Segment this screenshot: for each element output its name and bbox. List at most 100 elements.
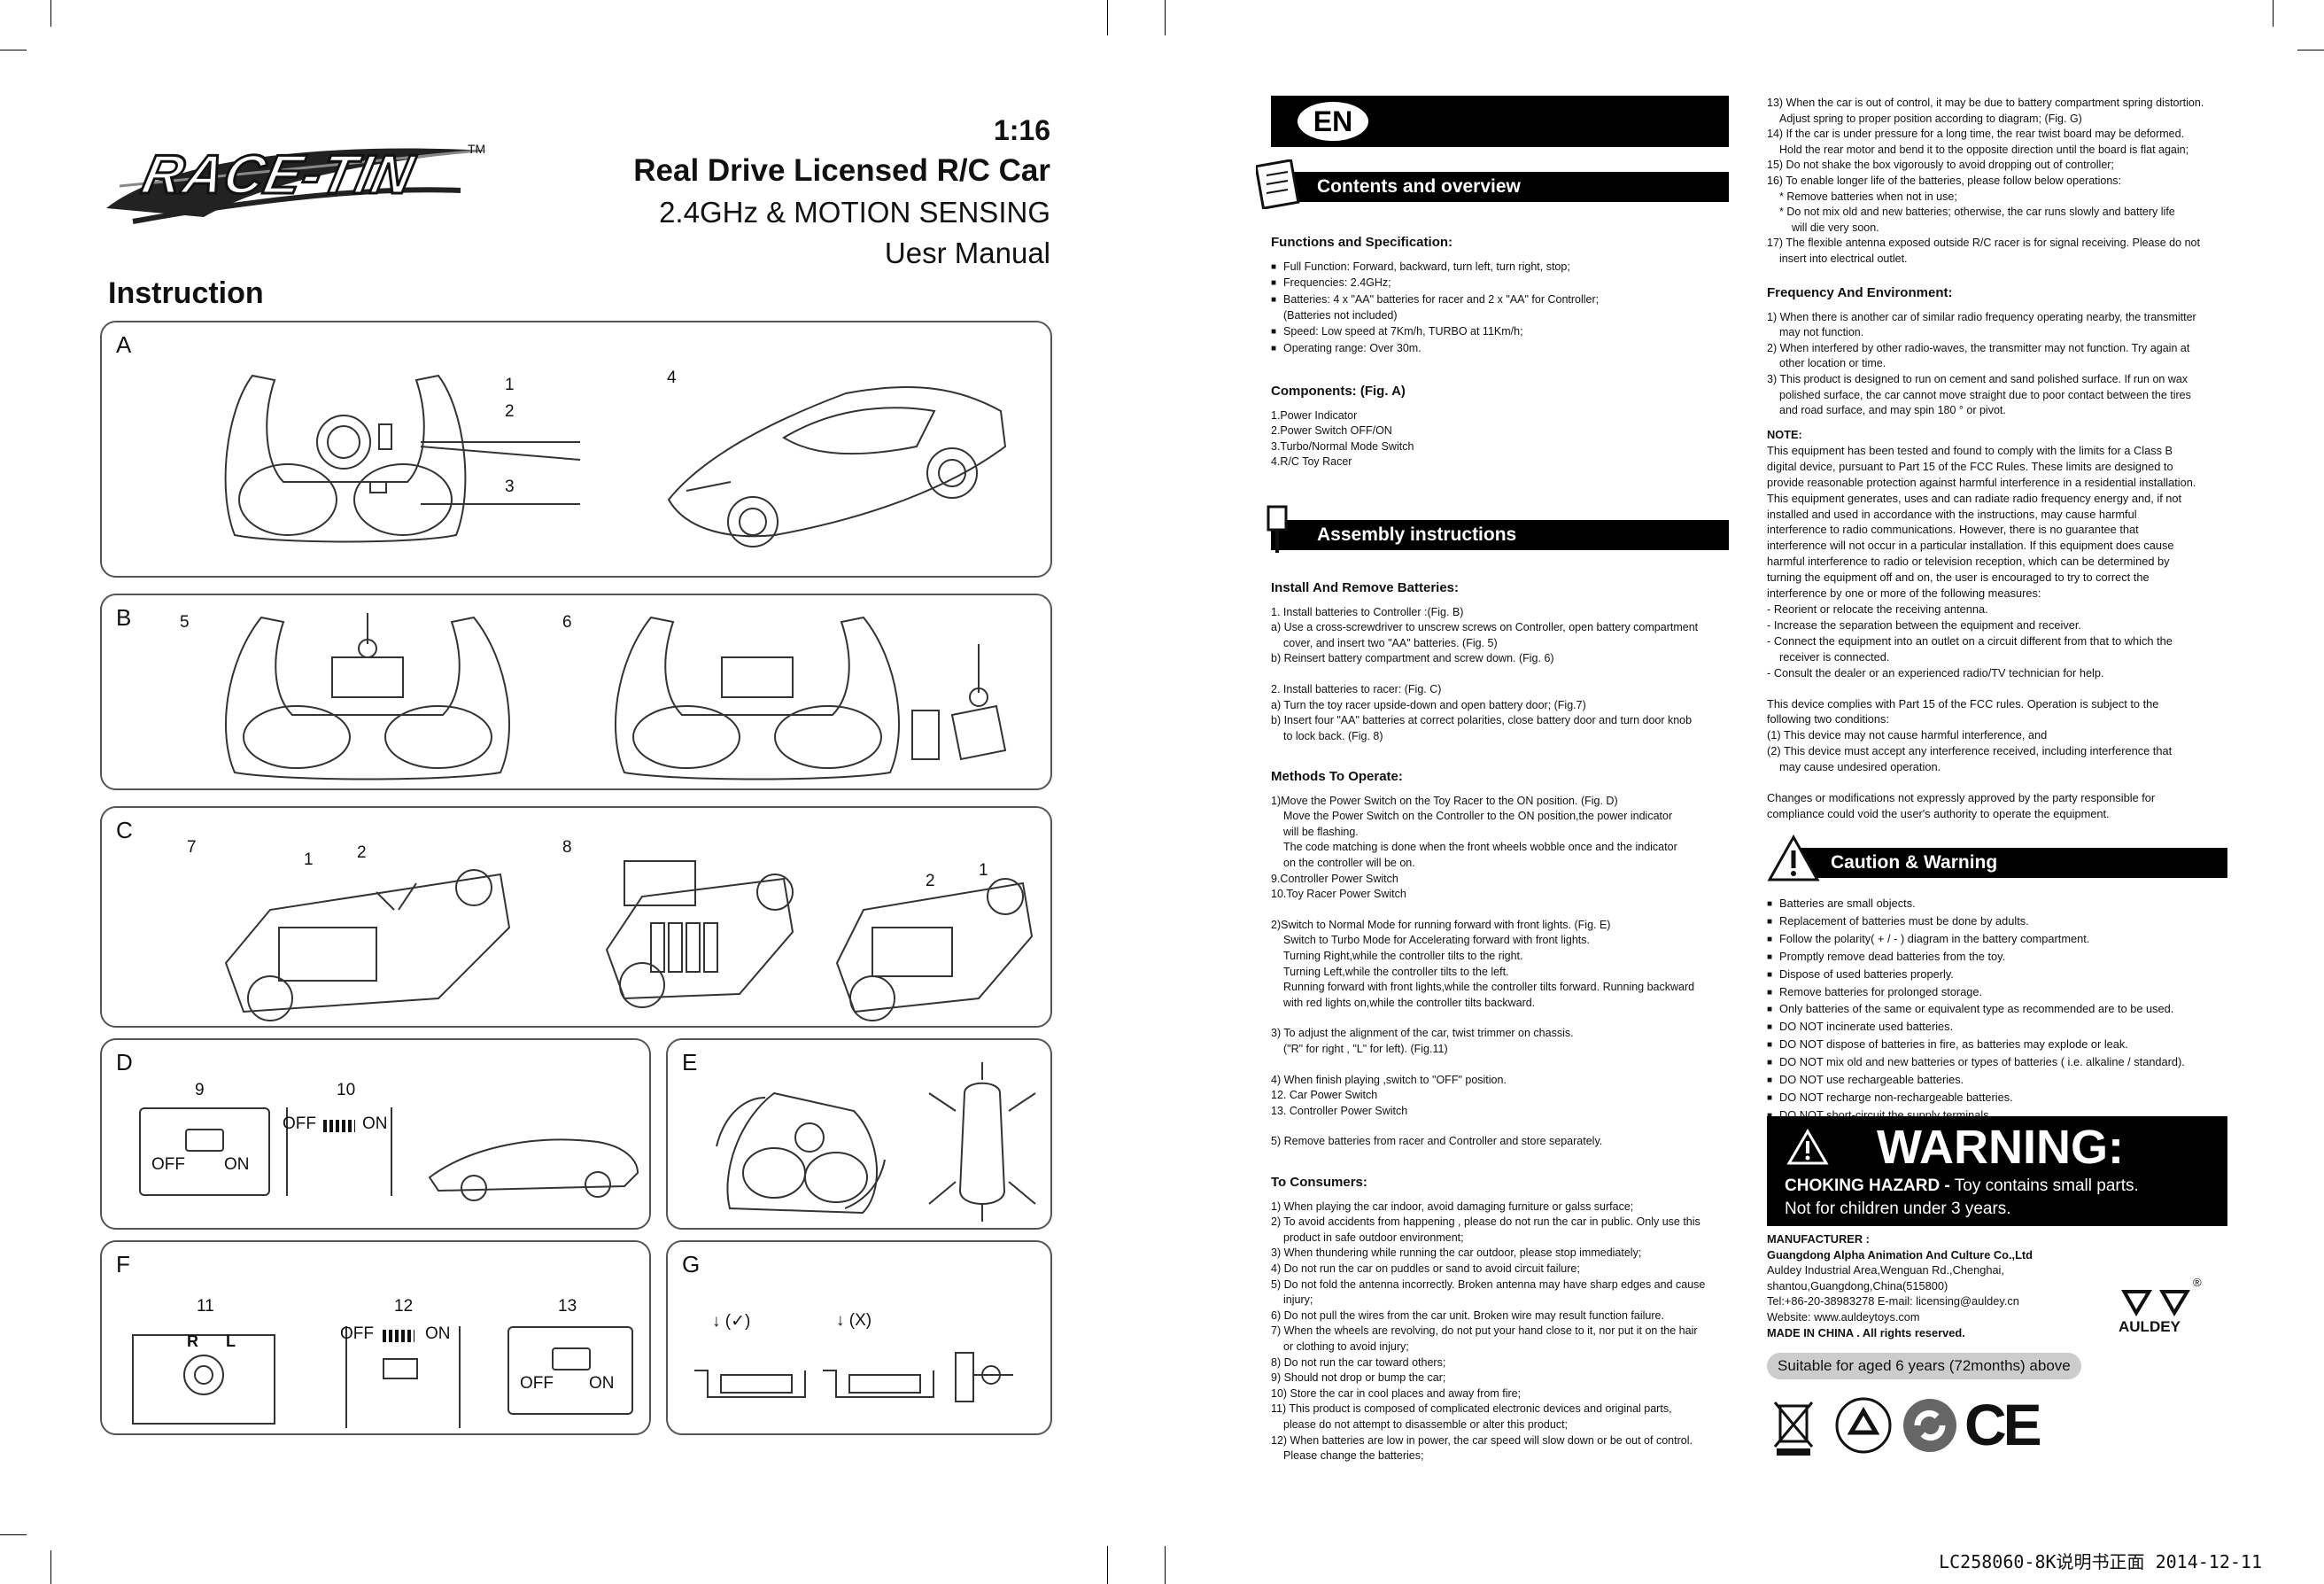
off-label: OFF [340, 1324, 374, 1343]
tip-line: Hold the rear motor and bend it to the o… [1779, 143, 2189, 156]
fig-num: 13 [558, 1297, 577, 1316]
crop-mark [1107, 1546, 1108, 1584]
tip-line: 17) The flexible antenna exposed outside… [1767, 237, 2200, 250]
frequency-line: polished surface, the car cannot move st… [1779, 388, 2191, 401]
caution-item: DO NOT use rechargeable batteries. [1767, 1072, 2250, 1090]
crop-mark [1107, 0, 1108, 35]
method-line: 13. Controller Power Switch [1271, 1104, 1408, 1117]
caution-item: Promptly remove dead batteries from the … [1767, 949, 2250, 967]
method-line: Turning Right,while the controller tilts… [1283, 949, 1523, 962]
note-line: (2) This device must accept any interfer… [1767, 744, 2173, 758]
consumer-line: 10) Store the car in cool places and awa… [1271, 1386, 1522, 1400]
method-line: Running forward with front lights,while … [1283, 981, 1695, 994]
manufacturer-web: Website: www.auldeytoys.com [1767, 1309, 1920, 1324]
caution-item: Only batteries of the same or equivalent… [1767, 1001, 2250, 1019]
install-heading: Install And Remove Batteries: [1271, 580, 1459, 595]
fig-num: 8 [562, 838, 572, 857]
age-pill: Suitable for aged 6 years (72months) abo… [1767, 1353, 2081, 1379]
note-line: digital device, pursuant to Part 15 of t… [1767, 459, 2173, 473]
checklist-icon [1256, 159, 1300, 209]
choking-label: CHOKING HAZARD - [1785, 1176, 1950, 1195]
spring-diagram-icon [694, 1352, 1013, 1402]
race-tin-logo: RACE-TIN TM [97, 124, 496, 235]
assembly-title: Assembly instructions [1317, 524, 1517, 545]
caution-list: Batteries are small objects. Replacement… [1767, 896, 2250, 1125]
slide-switch-icon [552, 1347, 591, 1370]
consumer-line: 4) Do not run the car on puddles or sand… [1271, 1262, 1580, 1275]
wrong-label: (X) [848, 1311, 872, 1330]
caution-item: DO NOT incinerate used batteries. [1767, 1019, 2250, 1037]
controller-tilt-icon [716, 1091, 886, 1215]
controller-switch-box: OFF ON [283, 1107, 392, 1196]
install-line: a) Turn the toy racer upside-down and op… [1271, 698, 1586, 711]
note-line: compliance could void the user's authori… [1767, 806, 2110, 820]
racer-top-view-icon [928, 1062, 1036, 1222]
caution-item: Remove batteries for prolonged storage. [1767, 984, 2250, 1002]
ce-mark: CE [1964, 1392, 2042, 1457]
correct-label: (✓) [724, 1312, 751, 1331]
slide-switch-icon [185, 1129, 224, 1152]
function-item: Frequencies: 2.4GHz; [1271, 276, 1723, 292]
manufacturer-tel: Tel:+86-20-38983278 E-mail: licensing@au… [1767, 1294, 2019, 1308]
slide-switch-icon [383, 1358, 418, 1379]
crop-mark [2273, 0, 2274, 27]
tip-line: 16) To enable longer life of the batteri… [1767, 174, 2122, 187]
panel-letter: E [682, 1049, 698, 1075]
on-label: ON [425, 1324, 451, 1343]
method-line: Move the Power Switch on the Controller … [1283, 810, 1673, 823]
fig-num: 4 [667, 369, 677, 387]
fig-num: 1 [505, 376, 515, 394]
wrong-mark: ↓ (X) [836, 1311, 872, 1330]
function-item: Speed: Low speed at 7Km/h, TURBO at 11Km… [1271, 324, 1723, 341]
method-line: on the controller will be on. [1283, 856, 1415, 869]
method-line: 2)Switch to Normal Mode for running forw… [1271, 918, 1611, 931]
caution-item: Replacement of batteries must be done by… [1767, 913, 2250, 931]
crop-mark [1165, 0, 1166, 35]
method-line: 1)Move the Power Switch on the Toy Racer… [1271, 794, 1618, 807]
method-line: will be flashing. [1283, 825, 1359, 838]
tip-line: * Do not mix old and new batteries; othe… [1779, 206, 2175, 219]
controller-back-icon [225, 613, 510, 780]
note-line: This equipment has been tested and found… [1767, 443, 2173, 457]
note-line: - Increase the separation between the eq… [1767, 617, 2081, 632]
note-line: - Consult the dealer or an experienced r… [1767, 665, 2104, 679]
weee-bin-icon [1773, 1402, 1814, 1456]
manufacturer-address: Auldey Industrial Area,Wenguan Rd.,Cheng… [1767, 1263, 2004, 1277]
fig-num: 1 [979, 861, 988, 880]
off-label: OFF [283, 1114, 316, 1133]
language-badge: EN [1298, 102, 1368, 141]
fig-num: 7 [187, 838, 197, 857]
caution-item: Follow the polarity( + / - ) diagram in … [1767, 931, 2250, 949]
install-line: cover, and insert two "AA" batteries. (F… [1283, 636, 1498, 649]
function-item: Full Function: Forward, backward, turn l… [1271, 260, 1723, 276]
methods-heading: Methods To Operate: [1271, 769, 1403, 784]
panel-b: B 5 6 [100, 594, 1052, 790]
screwdriver-icon [1267, 505, 1288, 553]
frequency-section: Frequency And Environment: 1) When there… [1767, 285, 2245, 419]
consumer-line: please do not attempt to disassemble or … [1283, 1417, 1569, 1431]
tech-subtitle: 2.4GHz & MOTION SENSING [659, 196, 1050, 229]
install-line: b) Reinsert battery compartment and scre… [1271, 652, 1554, 665]
contents-title: Contents and overview [1317, 176, 1521, 197]
made-in-china: MADE IN CHINA . All rights reserved. [1767, 1325, 1965, 1339]
component-item: 3.Turbo/Normal Mode Switch [1271, 439, 1414, 453]
fig-num: 2 [357, 843, 367, 862]
note-line: turning the equipment off and on, the us… [1767, 571, 2150, 585]
panel-letter: F [116, 1251, 130, 1277]
consumer-line: 11) This product is composed of complica… [1271, 1402, 1672, 1416]
fig-num: 12 [394, 1297, 414, 1316]
note-line: (1) This device may not cause harmful in… [1767, 728, 2048, 742]
racer-underside-icon [224, 869, 511, 1021]
panel-c: C 7 8 1 2 2 1 [100, 806, 1052, 1028]
note-line: interference by one or more of the follo… [1767, 586, 2041, 601]
footer-code: LC258060-8K说明书正面 2014-12-11 [1939, 1551, 2262, 1572]
caution-item: DO NOT mix old and new batteries or type… [1767, 1054, 2250, 1072]
function-item: Batteries: 4 x "AA" batteries for racer … [1271, 292, 1723, 309]
diamond-logo-icon [2121, 1290, 2190, 1316]
tips-continued: 13) When the car is out of control, it m… [1767, 96, 2245, 268]
consumer-line: Please change the batteries; [1283, 1449, 1424, 1463]
panel-e: E [666, 1038, 1052, 1230]
warning-triangle-icon [1767, 835, 1820, 881]
method-line: Turning Left,while the controller tilts … [1283, 965, 1509, 978]
panel-f: F 11 12 13 R L OFF ON OFF ON [100, 1240, 651, 1435]
